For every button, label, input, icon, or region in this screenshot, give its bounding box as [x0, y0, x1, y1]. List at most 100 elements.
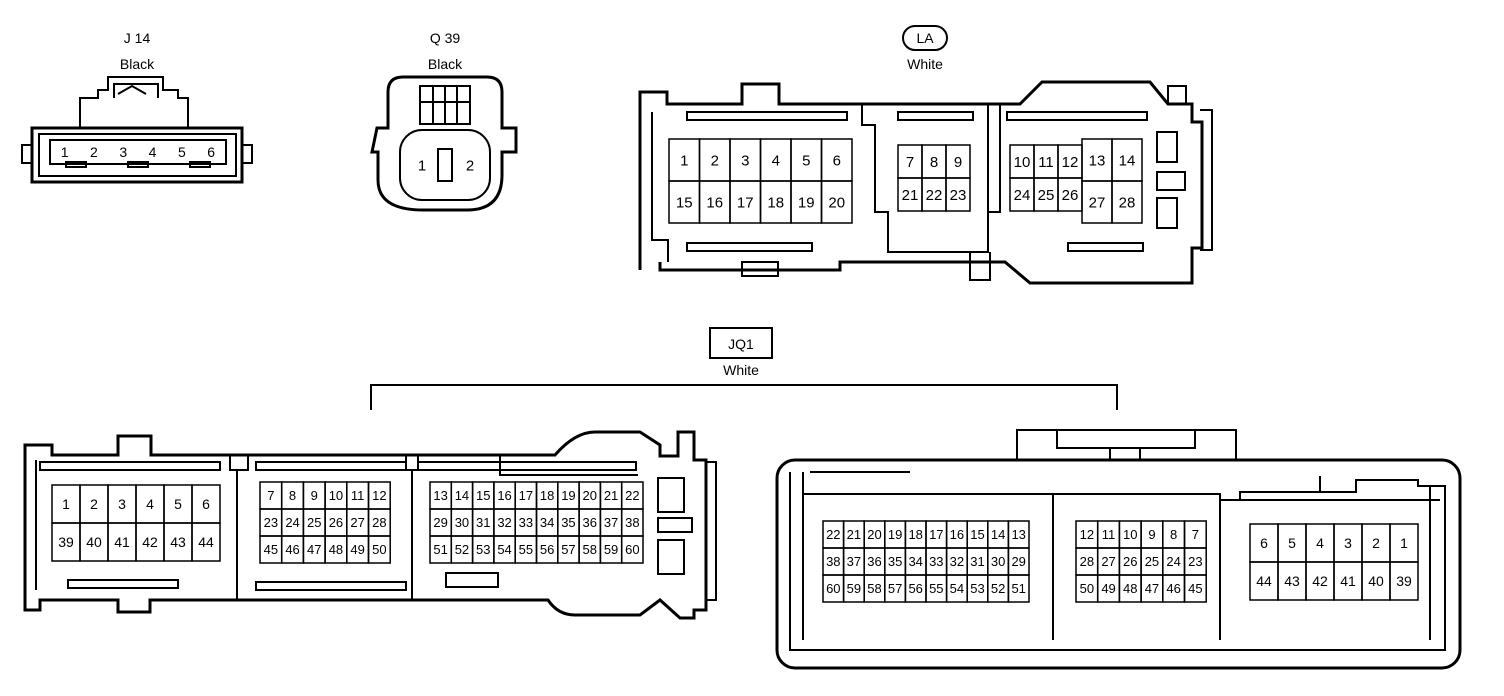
- j14-pin-1: 1: [61, 144, 69, 160]
- q39-pin-1: 1: [418, 157, 426, 174]
- jq1-female-pin-34: 34: [540, 515, 554, 530]
- la-pin-6: 6: [833, 152, 841, 169]
- jq1-female-pin-40: 40: [86, 534, 102, 550]
- jq1-female-pin-14: 14: [455, 488, 469, 503]
- j14-connector-name: J 14: [123, 30, 151, 46]
- jq1-male-pin-1: 1: [1400, 535, 1408, 551]
- jq1-male-pin-41: 41: [1340, 573, 1356, 589]
- jq1-male-pin-4: 4: [1316, 535, 1324, 551]
- la-pin-cell: [1111, 180, 1143, 224]
- la-pin-19: 19: [798, 194, 815, 211]
- jq1-female-pin-10: 10: [329, 488, 343, 503]
- jq1-female-pin-21: 21: [604, 488, 618, 503]
- jq1-female-pin-57: 57: [561, 542, 575, 557]
- jq1-female-pin-46: 46: [285, 542, 299, 557]
- jq1-female-pin-42: 42: [142, 534, 158, 550]
- jq1-male-pin-31: 31: [970, 554, 984, 569]
- jq1-male-pin-58: 58: [867, 581, 881, 596]
- jq1-male-pin-47: 47: [1145, 581, 1159, 596]
- jq1-male-pin-30: 30: [991, 554, 1005, 569]
- jq1-male-pin-27: 27: [1101, 554, 1115, 569]
- jq1-female-pin-60: 60: [625, 542, 639, 557]
- jq1-male-pin-21: 21: [847, 527, 861, 542]
- jq1-female-pin-2: 2: [90, 496, 98, 512]
- la-pin-24: 24: [1014, 187, 1031, 204]
- jq1-male-pin-44: 44: [1256, 573, 1272, 589]
- jq1-male-pin-19: 19: [888, 527, 902, 542]
- jq1-female-pin-18: 18: [540, 488, 554, 503]
- jq1-male-pin-10: 10: [1123, 527, 1137, 542]
- jq1-male-pin-3: 3: [1344, 535, 1352, 551]
- jq1-male-pin-16: 16: [950, 527, 964, 542]
- jq1-female-pin-20: 20: [583, 488, 597, 503]
- jq1-female-pin-8: 8: [289, 488, 296, 503]
- jq1-female-pin-30: 30: [455, 515, 469, 530]
- la-pin-20: 20: [828, 194, 845, 211]
- la-connector-name: LA: [902, 25, 948, 51]
- jq1-female-pin-28: 28: [372, 515, 386, 530]
- la-pin-10: 10: [1014, 154, 1031, 171]
- jq1-male-pin-8: 8: [1170, 527, 1177, 542]
- jq1-female-pin-27: 27: [350, 515, 364, 530]
- jq1-female-pin-53: 53: [476, 542, 490, 557]
- jq1-female-pin-45: 45: [264, 542, 278, 557]
- jq1-female-pin-29: 29: [433, 515, 447, 530]
- la-pin-15: 15: [676, 194, 693, 211]
- j14-pin-3: 3: [119, 144, 127, 160]
- jq1-female-pin-24: 24: [285, 515, 299, 530]
- jq1-female-pin-55: 55: [519, 542, 533, 557]
- la-pin-16: 16: [706, 194, 723, 211]
- jq1-male-pin-17: 17: [929, 527, 943, 542]
- jq1-male-pin-12: 12: [1080, 527, 1094, 542]
- jq1-male-pin-18: 18: [908, 527, 922, 542]
- jq1-female-pin-35: 35: [561, 515, 575, 530]
- jq1-female-pin-19: 19: [561, 488, 575, 503]
- jq1-male-pin-36: 36: [867, 554, 881, 569]
- q39-connector-color: Black: [427, 56, 463, 72]
- jq1-female-pin-16: 16: [497, 488, 511, 503]
- jq1-female-pin-7: 7: [267, 488, 274, 503]
- jq1-female-pin-cell: [191, 522, 221, 562]
- jq1-male-pin-57: 57: [888, 581, 902, 596]
- q39-connector-body: [370, 75, 518, 212]
- q39-connector-name: Q 39: [429, 30, 461, 46]
- j14-pin-2: 2: [90, 144, 98, 160]
- jq1-female-pin-39: 39: [58, 534, 74, 550]
- la-connector-body: [638, 80, 1213, 285]
- jq1-male-pin-cell: [1389, 561, 1419, 601]
- jq1-female-pin-49: 49: [350, 542, 364, 557]
- jq1-female-pin-17: 17: [519, 488, 533, 503]
- j14-pin-4: 4: [149, 144, 157, 160]
- jq1-female-pin-31: 31: [476, 515, 490, 530]
- jq1-male-pin-32: 32: [950, 554, 964, 569]
- la-pin-2: 2: [711, 152, 719, 169]
- jq1-female-pin-6: 6: [202, 496, 210, 512]
- jq1-female-pin-38: 38: [625, 515, 639, 530]
- jq1-male-pin-14: 14: [991, 527, 1005, 542]
- jq1-female-pin-12: 12: [372, 488, 386, 503]
- jq1-male-pin-43: 43: [1284, 573, 1300, 589]
- jq1-female-pin-47: 47: [307, 542, 321, 557]
- jq1-female-pin-32: 32: [497, 515, 511, 530]
- la-connector-color: White: [907, 56, 943, 72]
- jq1-male-pin-28: 28: [1080, 554, 1094, 569]
- jq1-female-pin-44: 44: [198, 534, 214, 550]
- jq1-male-pin-cell: [1183, 574, 1207, 603]
- jq1-male-pin-26: 26: [1123, 554, 1137, 569]
- jq1-male-pin-35: 35: [888, 554, 902, 569]
- la-pin-5: 5: [802, 152, 810, 169]
- la-pin-21: 21: [902, 187, 919, 204]
- jq1-female-pin-23: 23: [264, 515, 278, 530]
- la-pin-22: 22: [926, 187, 943, 204]
- la-pin-25: 25: [1038, 187, 1055, 204]
- jq1-male-pin-11: 11: [1102, 527, 1116, 542]
- jq1-female-pin-51: 51: [433, 542, 447, 557]
- la-pin-13: 13: [1089, 152, 1106, 169]
- jq1-male-pin-22: 22: [826, 527, 840, 542]
- jq1-male-pin-49: 49: [1101, 581, 1115, 596]
- la-pin-14: 14: [1119, 152, 1136, 169]
- jq1-female-pin-48: 48: [329, 542, 343, 557]
- jq1-male-pin-6: 6: [1260, 535, 1268, 551]
